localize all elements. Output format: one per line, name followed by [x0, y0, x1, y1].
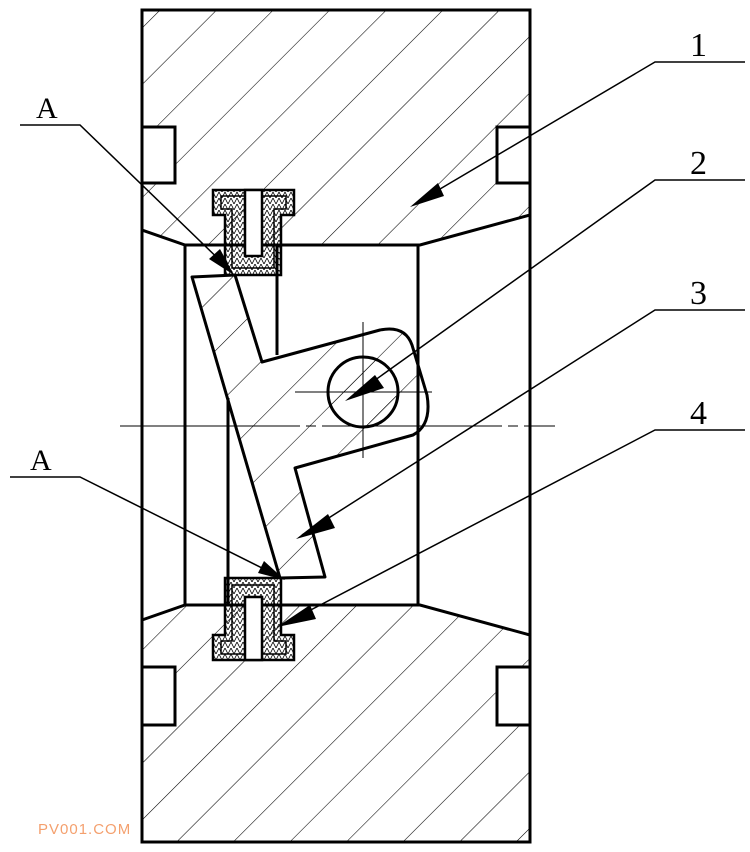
- valve-body: [140, 8, 532, 844]
- leader-arrowheads: [209, 183, 444, 627]
- part-label-4: 4: [690, 395, 707, 432]
- body-upper-section: [140, 8, 532, 247]
- keyway-upper-left: [140, 125, 177, 185]
- keyway-lower-right: [495, 665, 532, 727]
- keyway-upper-right: [495, 125, 532, 185]
- seal-upper: [211, 188, 296, 277]
- arrow-icon: [345, 375, 384, 401]
- part-label-3: 3: [690, 275, 707, 312]
- leader-lines: [10, 61, 745, 626]
- arrow-icon: [410, 183, 444, 207]
- body-lower-section: [140, 603, 532, 844]
- arrow-icon: [258, 561, 285, 580]
- detail-label-a-upper: A: [36, 92, 58, 125]
- arrow-icon: [277, 605, 316, 627]
- detail-label-a-lower: A: [30, 444, 52, 477]
- watermark: PV001.COM: [38, 821, 131, 838]
- part-label-1: 1: [690, 27, 707, 64]
- seal-lower: [211, 576, 296, 662]
- arrow-icon: [296, 514, 335, 539]
- arrow-icon: [209, 249, 234, 275]
- part-label-2: 2: [690, 145, 707, 182]
- keyway-lower-left: [140, 665, 177, 727]
